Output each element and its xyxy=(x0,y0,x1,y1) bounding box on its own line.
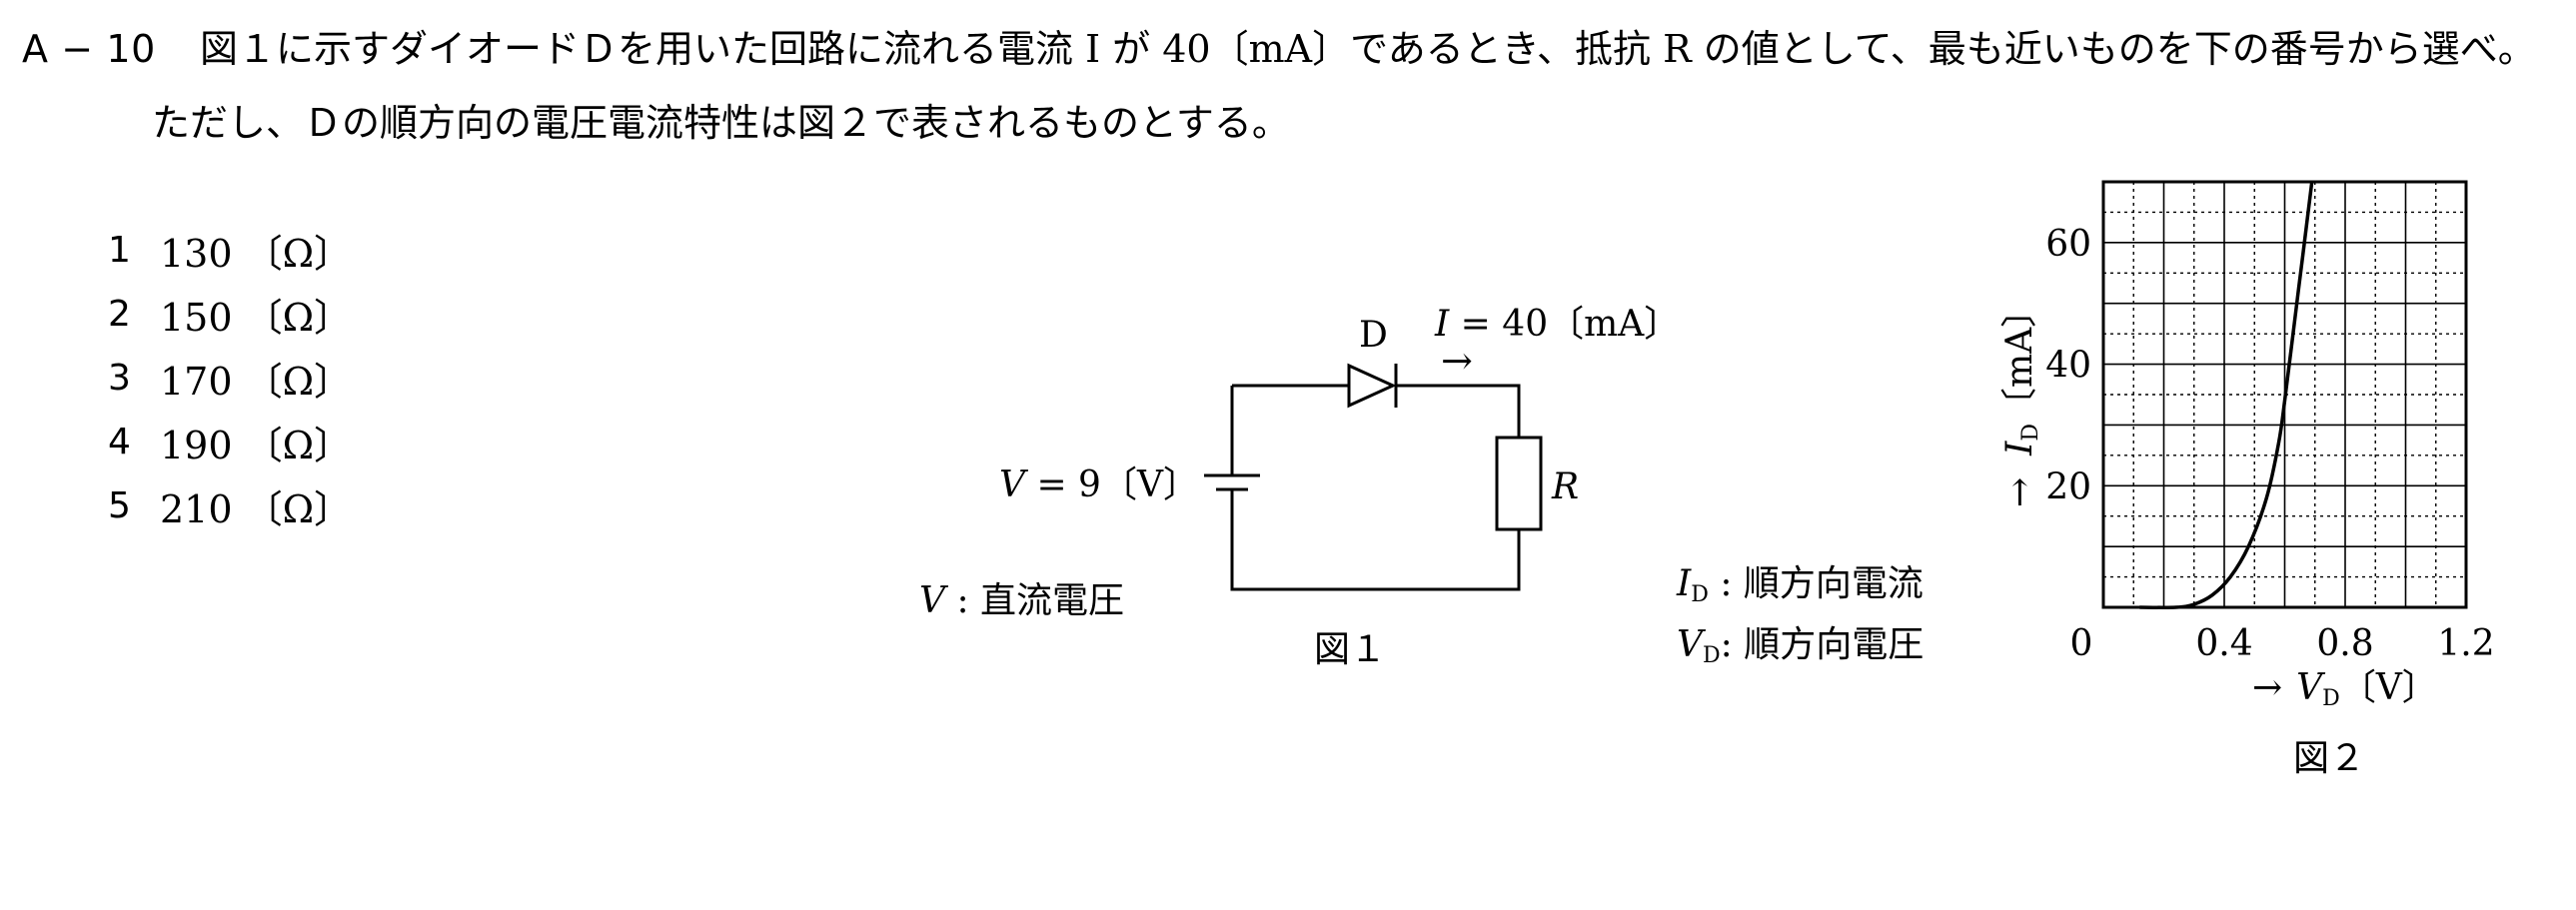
voltage-value: = 9〔V〕 xyxy=(1025,464,1199,505)
y-tick-label: 60 xyxy=(2045,224,2091,265)
current-symbol: I xyxy=(1434,304,1450,345)
voltage-symbol: V xyxy=(999,464,1029,505)
current-label: I = 40〔mA〕 xyxy=(1434,304,1680,345)
answer-option-2[interactable]: 2 150 〔Ω〕 xyxy=(108,282,352,346)
answer-options: 1 130 〔Ω〕 2 150 〔Ω〕 3 170 〔Ω〕 4 190 〔Ω〕 … xyxy=(108,218,352,537)
x-axis-sub: D xyxy=(2322,686,2340,711)
vd-legend-sub: D xyxy=(1703,643,1721,668)
voltage-legend-symbol: V xyxy=(919,580,949,621)
chart-major-grid xyxy=(2103,182,2466,607)
option-text: 190 〔Ω〕 xyxy=(160,423,353,467)
option-number: 2 xyxy=(108,293,131,335)
wire-top-right xyxy=(1397,384,1521,438)
id-legend: ID : 順方向電流 xyxy=(1676,563,1924,607)
voltage-legend: V : 直流電圧 xyxy=(919,580,1124,621)
y-axis-symbol: I xyxy=(1999,441,2040,456)
question-text-line2: ただし、Ｄの順方向の電圧電流特性は図２で表されるものとする。 xyxy=(152,101,1290,145)
circuit-figure xyxy=(1204,363,1543,591)
question-number: A − 10 xyxy=(22,27,156,71)
x-tick-label: 0.4 xyxy=(2195,623,2252,664)
voltage-legend-text: : 直流電圧 xyxy=(945,580,1124,621)
y-axis-sub: D xyxy=(2018,424,2043,442)
id-legend-symbol: I xyxy=(1676,563,1692,604)
y-axis-arrow: → xyxy=(1999,477,2040,507)
answer-option-3[interactable]: 3 170 〔Ω〕 xyxy=(108,346,352,410)
option-number: 3 xyxy=(108,357,131,399)
chart-series-line xyxy=(2139,181,2314,609)
x-tick-label: 1.2 xyxy=(2437,623,2494,664)
id-legend-text: : 順方向電流 xyxy=(1709,563,1924,604)
option-number: 5 xyxy=(108,484,131,526)
option-text: 130 〔Ω〕 xyxy=(160,231,353,276)
current-arrow: → xyxy=(1441,339,1473,383)
diode-icon xyxy=(1347,363,1397,409)
id-legend-sub: D xyxy=(1691,582,1709,607)
vd-legend-text: : 順方向電圧 xyxy=(1721,624,1925,665)
x-axis-symbol: V xyxy=(2296,667,2326,708)
x-tick-label: 0.8 xyxy=(2316,623,2373,664)
y-axis-label: → ID〔mA〕 xyxy=(1999,292,2043,507)
wire-right-bottom xyxy=(1230,499,1521,591)
x-axis-arrow: → xyxy=(2252,667,2282,708)
answer-option-4[interactable]: 4 190 〔Ω〕 xyxy=(108,410,352,473)
vd-legend: VD: 順方向電圧 xyxy=(1677,624,1924,668)
y-tick-label: 20 xyxy=(2045,466,2091,507)
answer-option-5[interactable]: 5 210 〔Ω〕 xyxy=(108,473,352,537)
y-axis-unit: 〔mA〕 xyxy=(1999,292,2040,424)
x-axis-label: → VD〔V〕 xyxy=(2252,667,2438,711)
vi-characteristic-chart: 60 40 20 0 0.4 0.8 1.2 →VD〔V〕 →ID〔mA〕 図２ xyxy=(1999,180,2495,779)
option-number: 1 xyxy=(108,229,131,271)
current-value: = 40〔mA〕 xyxy=(1449,304,1680,345)
answer-option-1[interactable]: 1 130 〔Ω〕 xyxy=(108,218,352,282)
resistor-label: R xyxy=(1551,466,1579,507)
fig1-caption: 図１ xyxy=(1314,629,1386,670)
diode-label: D xyxy=(1359,315,1388,356)
vd-legend-symbol: V xyxy=(1677,624,1707,665)
option-text: 210 〔Ω〕 xyxy=(160,486,353,531)
x-tick-label: 0 xyxy=(2070,623,2093,664)
option-text: 150 〔Ω〕 xyxy=(160,295,353,340)
voltage-label: V = 9〔V〕 xyxy=(999,464,1199,505)
resistor-icon xyxy=(1495,436,1543,531)
y-tick-label: 40 xyxy=(2045,346,2091,387)
option-number: 4 xyxy=(108,421,131,462)
question-text-line1: 図１に示すダイオードＤを用いた回路に流れる電流 I が 40〔mA〕であるとき、… xyxy=(200,27,2536,71)
x-axis-unit: 〔V〕 xyxy=(2340,667,2438,708)
option-text: 170 〔Ω〕 xyxy=(160,359,353,404)
chart-frame xyxy=(2101,180,2468,609)
fig2-caption: 図２ xyxy=(2293,738,2365,779)
